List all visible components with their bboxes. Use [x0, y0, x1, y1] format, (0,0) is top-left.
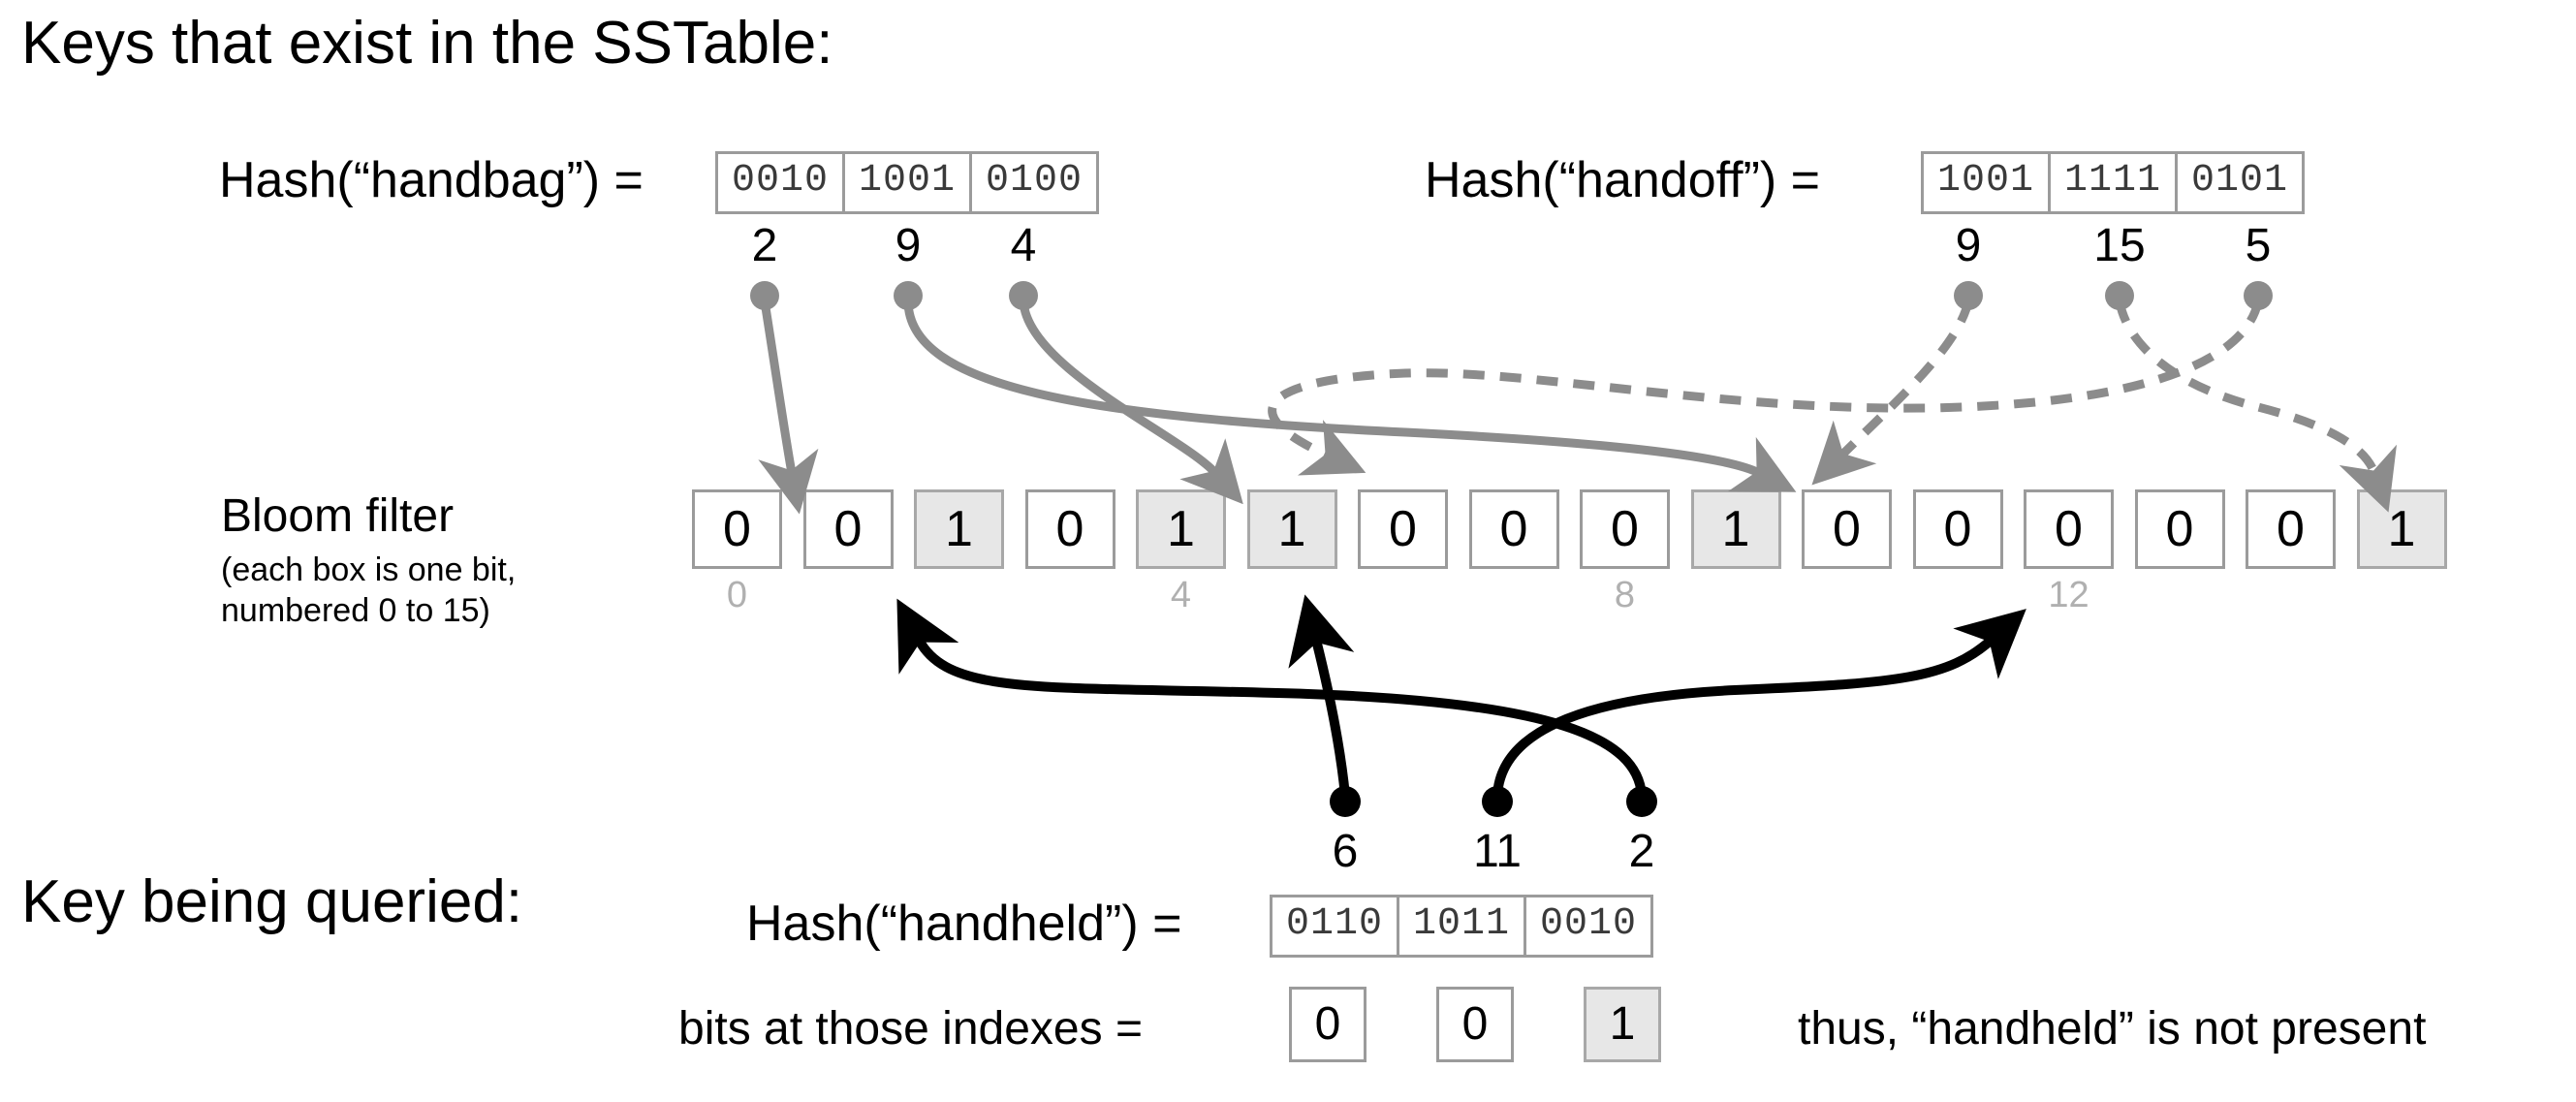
bloom-bit-13[interactable]: 0 [2134, 489, 2225, 569]
bloom-bit-index-label-0: 0 [726, 575, 748, 615]
conclusion-text: thus, “handheld” is not present [1798, 1003, 2427, 1055]
nibble-cell: 1001 [845, 154, 973, 211]
hash-index-handoff-0: 9 [1955, 220, 1982, 271]
query-result-bit-0[interactable]: 0 [1289, 987, 1367, 1062]
hash-index-handbag-1: 9 [895, 220, 922, 271]
query-index-label-2: 2 [1628, 826, 1655, 877]
bloom-bit-1[interactable]: 0 [802, 489, 894, 569]
nibble-cell: 1011 [1399, 897, 1527, 955]
hash-label-handoff: Hash(“handoff”) = [1425, 152, 1821, 208]
hash-index-handoff-2: 5 [2245, 220, 2272, 271]
bloom-filter-sublabel-line1: (each box is one bit, [221, 551, 517, 588]
query-index-label-1: 11 [1473, 826, 1522, 877]
page-title-queried-key: Key being queried: [21, 868, 523, 935]
bloom-bit-index-label-4: 4 [1170, 575, 1192, 615]
hash-index-handbag-2: 4 [1010, 220, 1037, 271]
hash-nibbles-handheld: 0110 1011 0010 [1270, 895, 1654, 958]
nibble-cell: 1111 [2051, 154, 2179, 211]
bits-at-indexes-label: bits at those indexes = [678, 1003, 1143, 1055]
bloom-bit-14[interactable]: 0 [2246, 489, 2336, 569]
bloom-bit-11[interactable]: 0 [1912, 489, 2003, 569]
bloom-bit-index-label-8: 8 [1614, 575, 1636, 615]
nibble-cell: 0100 [986, 159, 1084, 203]
bloom-bit-12[interactable]: 0 [2024, 489, 2114, 569]
bloom-bit-8[interactable]: 0 [1580, 489, 1670, 569]
hash-nibbles-handoff: 1001 1111 0101 [1921, 151, 2306, 214]
hash-nibbles-handbag: 0010 1001 0100 [715, 151, 1100, 214]
bloom-bit-7[interactable]: 0 [1468, 489, 1559, 569]
query-result-bit-1[interactable]: 0 [1436, 987, 1514, 1062]
hash-label-handbag: Hash(“handbag”) = [219, 152, 644, 208]
query-index-label-0: 6 [1332, 826, 1359, 877]
hash-index-handbag-0: 2 [751, 220, 778, 271]
bloom-bit-10[interactable]: 0 [1802, 489, 1892, 569]
hash-label-handheld: Hash(“handheld”) = [746, 896, 1182, 952]
bloom-bit-9[interactable]: 1 [1690, 489, 1781, 569]
nibble-cell: 0010 [718, 154, 846, 211]
page-title-existing-keys: Keys that exist in the SSTable: [21, 10, 833, 77]
nibble-cell: 0101 [2191, 159, 2289, 203]
nibble-cell: 0110 [1272, 897, 1400, 955]
query-result-bit-2[interactable]: 1 [1584, 987, 1661, 1062]
hash-index-handoff-1: 15 [2093, 220, 2146, 271]
bloom-bit-3[interactable]: 0 [1024, 489, 1115, 569]
bloom-bit-2[interactable]: 1 [914, 489, 1004, 569]
nibble-cell: 1001 [1924, 154, 2052, 211]
bloom-bit-5[interactable]: 1 [1246, 489, 1337, 569]
bloom-bit-index-label-12: 12 [2048, 575, 2089, 615]
nibble-cell: 0010 [1540, 902, 1638, 946]
bloom-bit-6[interactable]: 0 [1358, 489, 1448, 569]
bloom-filter-label: Bloom filter [221, 490, 455, 542]
bloom-filter-sublabel-line2: numbered 0 to 15) [221, 592, 490, 629]
